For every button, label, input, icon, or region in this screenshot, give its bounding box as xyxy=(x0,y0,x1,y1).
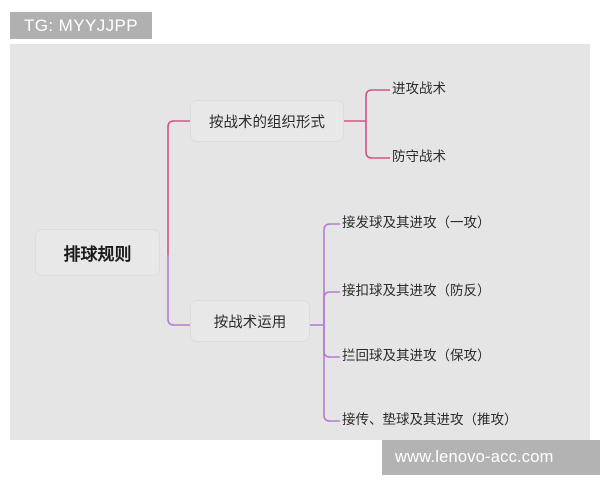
watermark-bar: www.lenovo-acc.com xyxy=(382,440,600,475)
watermark-text: www.lenovo-acc.com xyxy=(395,448,554,466)
mindmap-node-root[interactable]: 排球规则 xyxy=(35,229,160,276)
tg-label-badge: TG: MYYJJPP xyxy=(10,12,152,39)
connector-branch-2-child-0 xyxy=(323,223,340,325)
mindmap-leaf-defensive-tactics[interactable]: 防守战术 xyxy=(392,145,446,165)
mindmap-leaf-offensive-tactics[interactable]: 进攻战术 xyxy=(392,77,446,97)
connector-root-to-branch-1 xyxy=(167,120,190,255)
mindmap-leaf-serve-reception-attack[interactable]: 接发球及其进攻（一攻） xyxy=(342,211,491,231)
mindmap-node-branch-2-label: 按战术运用 xyxy=(213,314,287,331)
connector-branch-2-child-2 xyxy=(323,325,340,358)
mindmap-leaf-spike-reception-attack[interactable]: 接扣球及其进攻（防反） xyxy=(342,279,491,299)
mindmap-leaf-label: 接发球及其进攻（一攻） xyxy=(342,215,491,230)
mindmap-leaf-label: 拦回球及其进攻（保攻） xyxy=(342,348,491,363)
mindmap-node-branch-2[interactable]: 按战术运用 xyxy=(190,300,310,342)
mindmap-node-root-label: 排球规则 xyxy=(63,245,132,264)
connector-branch-2-child-1 xyxy=(323,291,340,325)
mindmap-leaf-label: 接传、垫球及其进攻（推攻） xyxy=(342,412,518,427)
mindmap-leaf-label: 接扣球及其进攻（防反） xyxy=(342,283,491,298)
tg-label-text: TG: MYYJJPP xyxy=(24,15,138,35)
mindmap-leaf-label: 进攻战术 xyxy=(392,81,446,96)
mindmap-leaf-pass-dig-attack[interactable]: 接传、垫球及其进攻（推攻） xyxy=(342,408,518,428)
mindmap-canvas: 排球规则 按战术的组织形式 按战术运用 进攻战术 防守战术 接发球及其进攻（一攻… xyxy=(10,44,590,440)
connector-branch-1-child-1 xyxy=(365,121,390,159)
mindmap-leaf-label: 防守战术 xyxy=(392,149,446,164)
connector-branch-2-child-3 xyxy=(323,325,340,422)
mindmap-node-branch-1[interactable]: 按战术的组织形式 xyxy=(190,100,344,142)
mindmap-node-branch-1-label: 按战术的组织形式 xyxy=(209,114,325,131)
mindmap-leaf-block-rebound-attack[interactable]: 拦回球及其进攻（保攻） xyxy=(342,344,491,364)
connector-root-to-branch-2 xyxy=(167,255,190,326)
connector-branch-1-child-0 xyxy=(365,89,390,121)
